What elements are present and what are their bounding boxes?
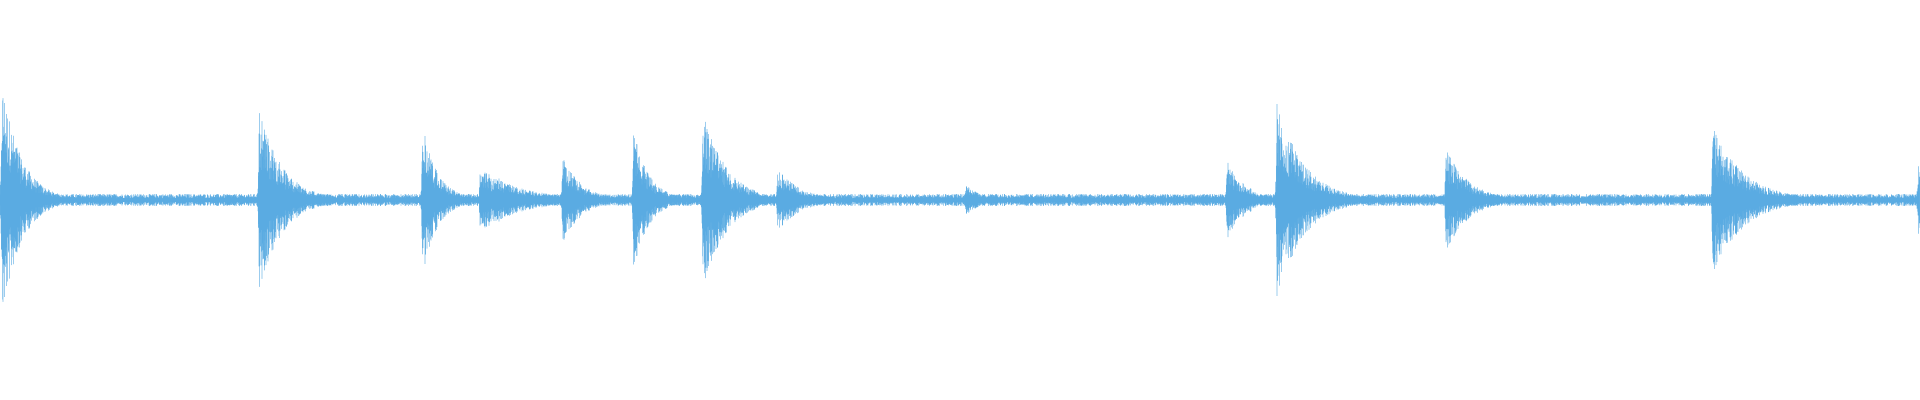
waveform-trace <box>0 98 1920 302</box>
